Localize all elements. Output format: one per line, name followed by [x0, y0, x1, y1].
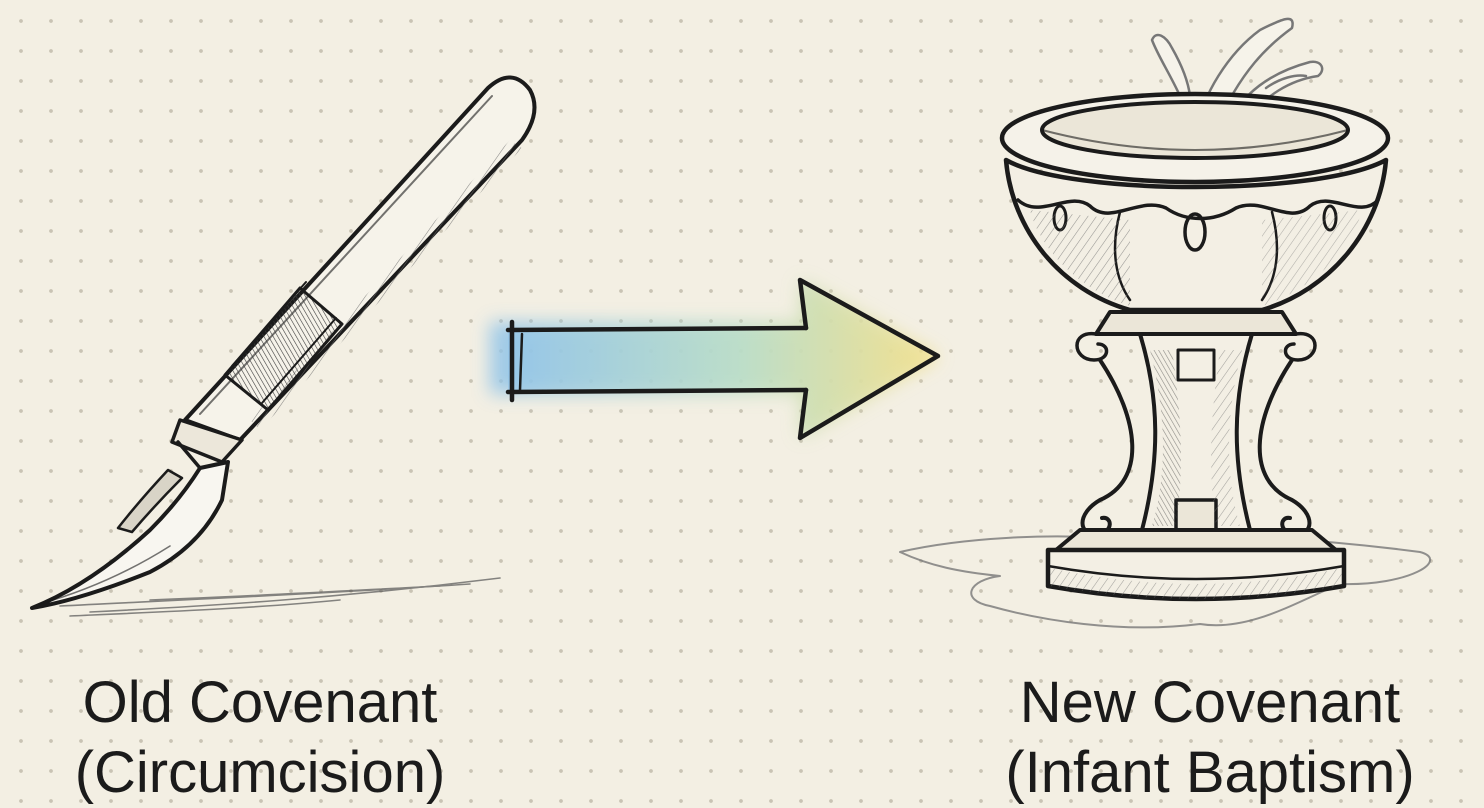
arrow-right-icon — [490, 280, 940, 438]
baptismal-font-icon — [900, 19, 1430, 627]
scalpel-icon — [32, 77, 535, 616]
new-covenant-title: New Covenant — [960, 668, 1460, 738]
new-covenant-caption: New Covenant (Infant Baptism) — [960, 668, 1460, 808]
new-covenant-subtitle: (Infant Baptism) — [960, 738, 1460, 808]
old-covenant-subtitle: (Circumcision) — [20, 738, 500, 808]
old-covenant-title: Old Covenant — [20, 668, 500, 738]
old-covenant-caption: Old Covenant (Circumcision) — [20, 668, 500, 808]
